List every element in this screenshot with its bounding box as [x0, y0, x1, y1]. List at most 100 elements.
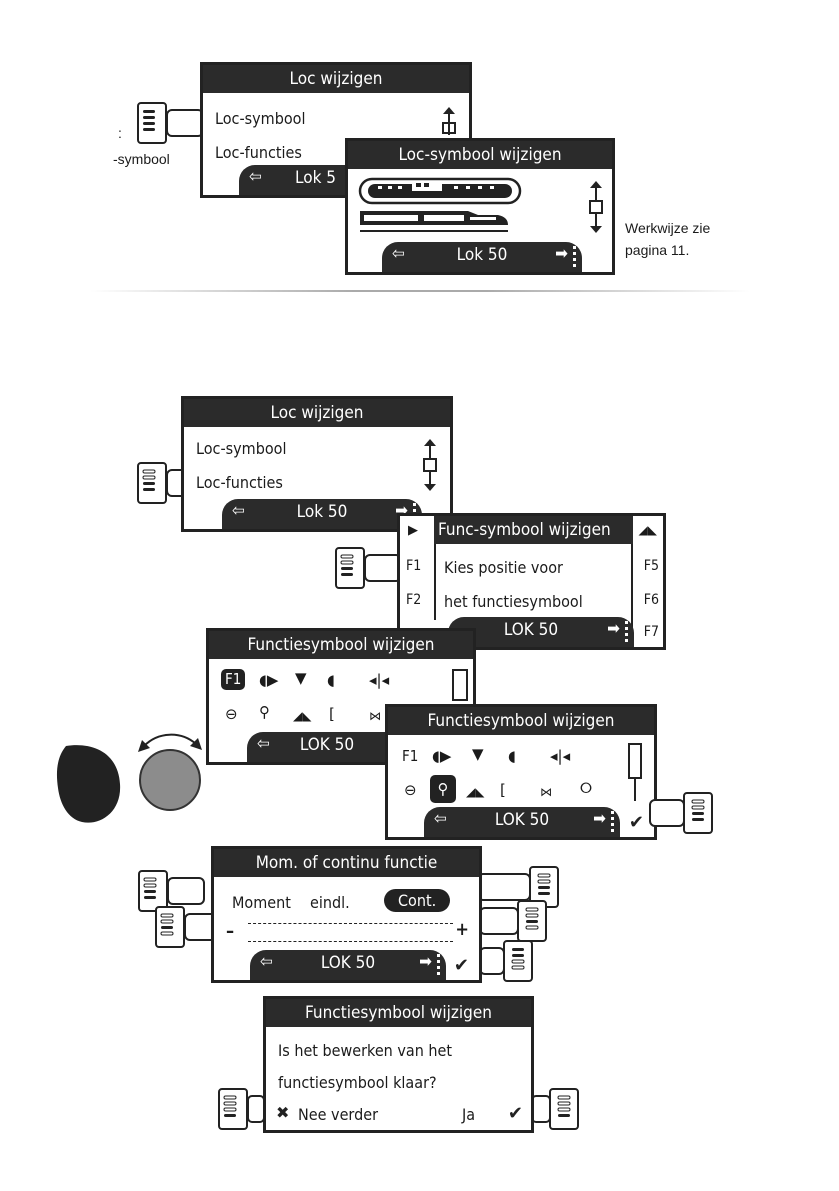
footer-label: Lok 5	[295, 168, 337, 188]
device-icon	[531, 1088, 579, 1130]
shower-selected-tile[interactable]: ⚲	[430, 775, 456, 803]
f1-selected-tile[interactable]: F1	[221, 669, 246, 690]
horn-icon[interactable]: ◖▶	[259, 671, 279, 689]
screen-footer: ⇦ Lok 50 ➡	[222, 499, 422, 529]
menu-item-loc-symbool[interactable]: Loc-symbool	[215, 109, 306, 128]
scrollbar-icon[interactable]	[441, 105, 457, 135]
light-icon[interactable]: ◖	[508, 747, 516, 765]
footer-label: LOK 50	[503, 620, 559, 640]
device-icon	[218, 1088, 265, 1130]
screen-title: Functiesymbool wijzigen	[209, 631, 473, 659]
light-icon[interactable]: ◖	[327, 671, 335, 689]
confirm-check-icon[interactable]: ✔	[453, 955, 469, 976]
train-symbol-icon	[358, 177, 522, 232]
option-eindl[interactable]: eindl.	[310, 893, 350, 912]
smoke-icon[interactable]: ⊖	[404, 781, 417, 799]
plus-icon[interactable]: +	[455, 919, 469, 940]
slot-f5-label[interactable]: F5	[643, 558, 659, 574]
back-arrow-icon[interactable]: ⇦	[392, 244, 405, 264]
shower-icon[interactable]: ⚲	[259, 703, 270, 721]
ring-icon[interactable]: ⭘	[580, 779, 593, 797]
right-divider	[631, 544, 633, 648]
left-divider	[434, 544, 436, 620]
slot-f6-label[interactable]: F6	[643, 592, 659, 608]
smoke-icon[interactable]: ⊖	[225, 705, 238, 723]
confirm-check-icon[interactable]: ✔	[507, 1103, 523, 1124]
screen-loc-wijzigen-top: Loc wijzigen Loc-symbool Loc-functies ⇦ …	[200, 62, 472, 198]
instruction-line-1: Kies positie voor	[444, 558, 563, 577]
screen-mom-of-continu: Mom. of continu functie Moment eindl. Co…	[211, 846, 482, 983]
scrollbar-icon[interactable]	[588, 179, 604, 235]
screen-footer: ⇦ LOK 50	[247, 732, 407, 762]
forward-arrow-icon[interactable]: ➡	[555, 244, 568, 264]
question-line-1: Is het bewerken van het	[278, 1041, 453, 1060]
cancel-x-icon[interactable]: ✖	[276, 1103, 290, 1122]
headlight-icon[interactable]: ▼	[472, 745, 484, 763]
dotted-bar-icon	[437, 954, 440, 976]
dotted-bar-icon	[611, 811, 614, 833]
sound-icon[interactable]: ◂|◂	[550, 747, 571, 765]
section-divider	[90, 290, 750, 292]
back-arrow-icon[interactable]: ⇦	[257, 734, 270, 754]
f1-label[interactable]: F1	[402, 747, 419, 765]
screen-footer: LOK 50 ➡	[448, 617, 634, 647]
slot-outline-icon	[628, 743, 642, 779]
dotted-bar-icon	[625, 621, 628, 643]
screen-footer: ⇦ Lok 50 ➡	[382, 242, 582, 272]
option-moment[interactable]: Moment	[232, 893, 291, 912]
rotary-knob[interactable]	[126, 726, 212, 812]
turtle-icon[interactable]: ◢◣	[293, 709, 312, 723]
minus-icon[interactable]: –	[226, 921, 235, 942]
coupling-icon[interactable]: ⋈	[369, 709, 381, 723]
turtle-icon: ◢◣	[638, 523, 657, 537]
headlight-icon[interactable]: ▼	[295, 669, 307, 687]
yes-option[interactable]: Ja	[462, 1105, 476, 1124]
back-arrow-icon[interactable]: ⇦	[434, 809, 447, 829]
back-arrow-icon[interactable]: ⇦	[260, 952, 273, 972]
sound-icon[interactable]: ◂|◂	[369, 671, 390, 689]
turtle-icon[interactable]: ◢◣	[466, 785, 485, 799]
instruction-line-2: het functiesymbool	[444, 592, 583, 611]
slot-f2-label[interactable]: F2	[406, 592, 422, 608]
scrollbar-icon[interactable]	[422, 437, 438, 493]
bracket-icon[interactable]: [	[500, 781, 506, 799]
forward-arrow-icon[interactable]: ➡	[593, 809, 606, 829]
screen-title: Mom. of continu functie	[214, 849, 479, 877]
dotted-bar-icon	[573, 246, 576, 268]
footer-label: Lok 50	[456, 245, 508, 265]
horn-icon[interactable]: ◖▶	[432, 747, 452, 765]
confirm-check-icon[interactable]: ✔	[628, 812, 644, 833]
slot-f1-label[interactable]: F1	[406, 558, 422, 574]
left-label: -symbool	[113, 151, 170, 167]
note-line-2: pagina 11.	[625, 242, 690, 258]
menu-item-loc-functies[interactable]: Loc-functies	[215, 143, 302, 162]
footer-label: LOK 50	[299, 735, 355, 755]
back-arrow-icon[interactable]: ⇦	[249, 167, 262, 187]
coupling-icon[interactable]: ⋈	[540, 785, 552, 799]
footer-label: LOK 50	[494, 810, 550, 830]
back-arrow-icon[interactable]: ⇦	[232, 501, 245, 521]
screen-title: Loc wijzigen	[203, 65, 469, 93]
slot-f7-label[interactable]: F7	[643, 624, 659, 640]
dashed-line-bottom	[248, 941, 453, 942]
screen-functiesymbool-wijzigen-front: Functiesymbool wijzigen F1 ◖▶ ▼ ◖ ◂|◂ ⊖ …	[385, 704, 657, 840]
screen-footer: ⇦ LOK 50 ➡	[250, 950, 446, 980]
forward-arrow-icon[interactable]: ➡	[607, 619, 620, 639]
device-icon	[649, 792, 713, 834]
screen-title: Functiesymbool wijzigen	[388, 707, 654, 735]
menu-item-loc-functies[interactable]: Loc-functies	[196, 473, 283, 492]
bracket-icon[interactable]: [	[329, 705, 335, 723]
option-cont-selected[interactable]: Cont.	[384, 889, 451, 912]
dashed-line-top	[248, 923, 453, 924]
footer-label: Lok 50	[296, 502, 348, 522]
no-continue-option[interactable]: Nee verder	[298, 1105, 378, 1124]
forward-arrow-icon[interactable]: ➡	[419, 952, 432, 972]
note-line-1: Werkwijze zie	[625, 220, 711, 236]
screen-title: Loc-symbool wijzigen	[348, 141, 612, 169]
menu-item-loc-symbool[interactable]: Loc-symbool	[196, 439, 287, 458]
screen-title: Loc wijzigen	[184, 399, 450, 427]
device-icon	[479, 900, 547, 942]
device-icon	[137, 102, 204, 144]
device-icon	[335, 547, 402, 589]
screen-loc-wijzigen-mid: Loc wijzigen Loc-symbool Loc-functies ⇦ …	[181, 396, 453, 532]
